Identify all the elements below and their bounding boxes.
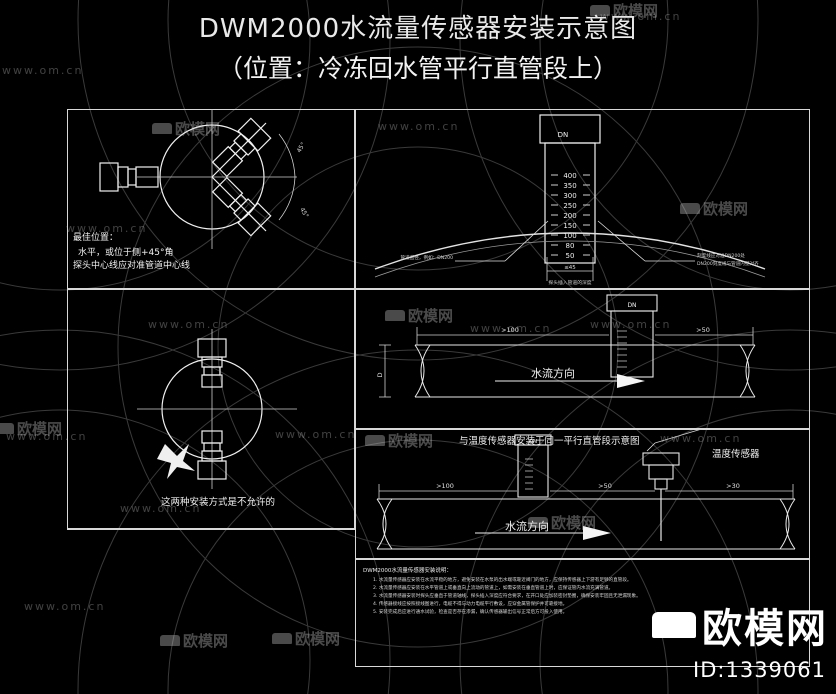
panel-top-right-border	[355, 109, 810, 289]
temp-sensor-label: 温度传感器	[712, 449, 760, 460]
temp-run-caption: 与温度传感器安装于同一平行直管段示意图	[459, 436, 640, 447]
watermark-logo: 欧模网	[160, 630, 228, 651]
notes-item: 5. 安装完成后应进行通水试验，检查是否存在渗漏，确认传感器输出信号正常后方可投…	[373, 610, 568, 616]
page-title-main: DWM2000水流量传感器安装示意图	[198, 14, 638, 44]
diagram-insertion-depth: DN 400 350 300 250 200 150 100 80 50 管道直…	[374, 114, 766, 286]
flow-arrow-head-bottom	[583, 526, 611, 540]
panel-bottom-right-border	[355, 429, 810, 559]
watermark-url: www.om.cn	[24, 600, 106, 613]
scale-value: 100	[563, 232, 576, 240]
best-position-note-line3: 探头中心线应对准管道中心线	[73, 261, 191, 271]
scale-value: 300	[563, 192, 576, 200]
watermark-brand: 欧模网	[295, 630, 341, 648]
best-position-note-line1: 最佳位置：	[73, 233, 119, 243]
flow-arrow-head	[617, 374, 645, 388]
diagram-straight-run-with-temp: DN >100 >50 >30 水流方向	[376, 429, 796, 550]
dim-upstream-bottom: >100	[436, 482, 454, 490]
notes-heading: DWM2000水流量传感器安装说明：	[363, 568, 452, 574]
scale-value: 150	[563, 222, 576, 230]
dim-downstream-bottom: >30	[726, 482, 740, 490]
watermark-brand: 欧模网	[183, 632, 229, 650]
dim-mid-bottom: >50	[598, 482, 612, 490]
angle-label-upper: 45°	[296, 141, 307, 154]
page-title-sub: （位置：冷冻回水管平行直管段上）	[217, 54, 618, 83]
notes-item: 1. 水流量传感器应安装在水流平稳的地方，避免安装在水泵的出水端或靠近阀门的地方…	[373, 578, 632, 583]
flow-label-middle: 水流方向	[531, 366, 575, 380]
sofa-icon	[0, 423, 14, 434]
depth-right-note-1: 刻度线应对准DN200处	[697, 252, 745, 259]
flow-label-bottom: 水流方向	[505, 519, 549, 533]
title-block: DWM2000水流量传感器安装示意图 （位置：冷冻回水管平行直管段上）	[0, 8, 836, 85]
depth-bottom-note: 探头插入管道的深度	[548, 279, 591, 286]
panel-bottom-left-border	[67, 289, 355, 529]
scale-row: 200	[551, 212, 590, 220]
scale-row: 250	[551, 202, 590, 210]
dn-label-top-right: DN	[558, 131, 569, 139]
dim-upstream-middle: >100	[501, 326, 519, 334]
best-position-note-line2: 水平，或位于侧+45°角	[78, 248, 174, 258]
diagram-straight-run: DN >100 >50 D 水流方向	[376, 294, 756, 398]
panel-notes-border	[355, 559, 810, 667]
forbidden-mark	[157, 444, 195, 479]
scale-value: 200	[563, 212, 576, 220]
diagram-forbidden-positions	[137, 329, 297, 489]
notes-item: 4. 传感器接线应按照接线图进行，电缆不得与动力电缆平行敷设，应穿金属管保护并可…	[373, 602, 568, 608]
notes-item: 3. 水流量传感器安装时探头应垂直于管道轴线，探头插入深度应符合要求，在开口处应…	[373, 594, 641, 600]
scale-row: 300	[551, 192, 590, 200]
watermark-logo: 欧模网	[272, 628, 340, 649]
forbidden-caption: 这两种安装方式是不允许的	[161, 497, 276, 508]
scale-value: 250	[563, 202, 576, 210]
watermark-brand: 欧模网	[17, 420, 63, 438]
dn-label-bottom-right: DN	[529, 439, 537, 445]
scale-row: 50	[551, 252, 590, 260]
diagram-best-position: 45° 45°	[99, 109, 310, 249]
dn-label-middle-right: DN	[627, 302, 636, 309]
pipe-diameter-label: D	[376, 372, 384, 377]
installation-notes: DWM2000水流量传感器安装说明： 1. 水流量传感器应安装在水流平稳的地方，…	[363, 566, 803, 617]
depth-right-note-2: DN200刻度线与管道内壁对齐	[697, 260, 759, 267]
scale-row: 350	[551, 182, 590, 190]
scale-row: 100	[551, 232, 590, 240]
scale-value: 80	[566, 242, 575, 250]
depth-bottom-dim: ≤45	[564, 265, 576, 271]
scale-row: 150	[551, 222, 590, 230]
scale-value: 50	[566, 252, 575, 260]
depth-left-note: 管道直径，例如：DN200	[401, 254, 454, 261]
sofa-icon	[160, 635, 180, 646]
dim-downstream-middle: >50	[696, 326, 710, 334]
panel-left-bottom-filler-border	[67, 529, 355, 530]
scale-row: 400	[551, 172, 590, 180]
panel-middle-right-border	[355, 289, 810, 429]
scale-value: 350	[563, 182, 576, 190]
sofa-icon	[272, 633, 292, 644]
scale-value: 400	[563, 172, 576, 180]
notes-item: 2. 水流量传感器应安装在水平管道上或垂直向上流动的管道上，如需安装在垂直管道上…	[373, 586, 614, 592]
watermark-logo: 欧模网	[0, 418, 62, 439]
panel-top-left-border	[67, 109, 355, 289]
depth-scale: 400 350 300 250 200 150 100 80 50	[551, 172, 590, 260]
scale-row: 80	[551, 242, 590, 250]
angle-label-lower: 45°	[298, 207, 309, 220]
